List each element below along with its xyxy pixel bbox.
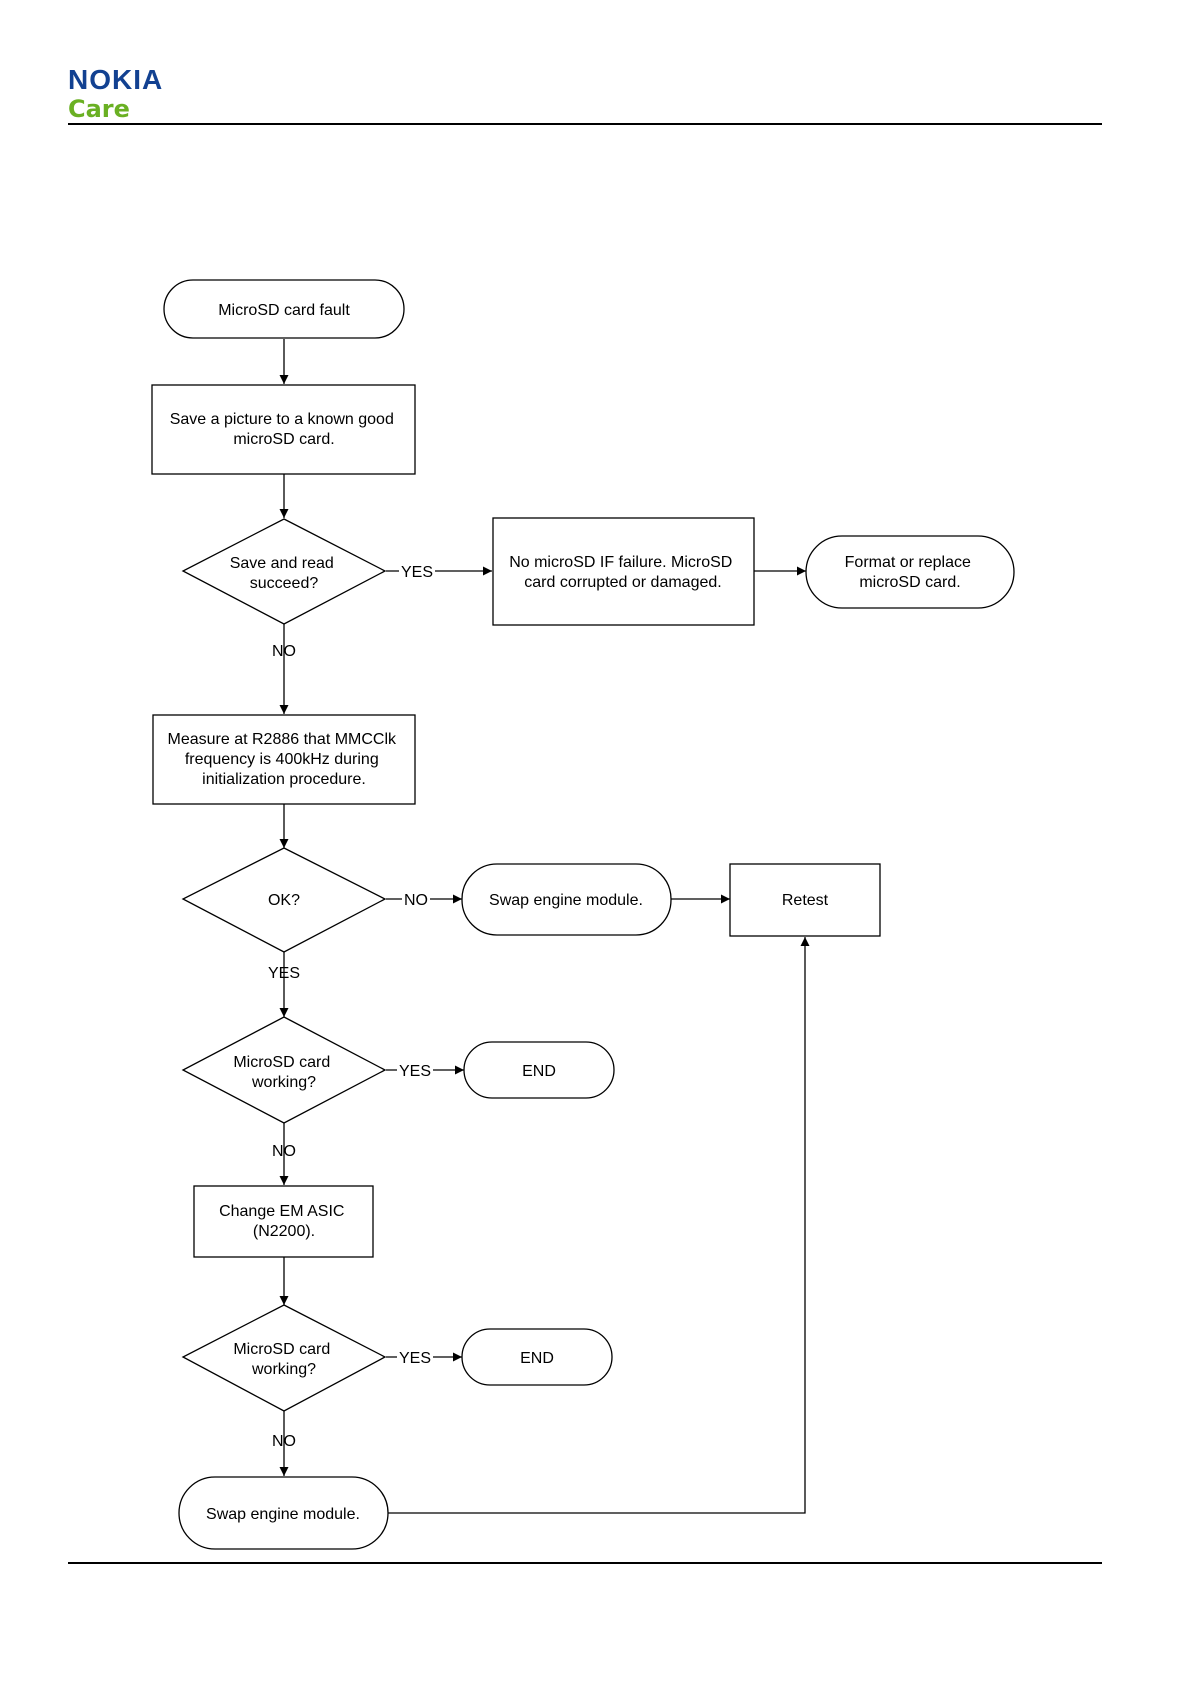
node-swap-engine-1: Swap engine module. — [489, 892, 643, 909]
node-end-1: END — [522, 1063, 556, 1080]
label-bg-save-yes — [399, 562, 435, 580]
node-end-2-shape — [461, 1328, 613, 1386]
node-decision-save: Save and read succeed? — [230, 555, 339, 592]
flowchart-connectors — [279, 339, 810, 1514]
node-measure-line-1: Measure at R2886 that MMCClk — [168, 731, 398, 748]
node-no-if-failure-line-1: No microSD IF failure. MicroSD — [509, 554, 732, 571]
node-no-if-failure-shape — [492, 517, 755, 626]
node-format-replace-line-2: microSD card. — [859, 574, 960, 591]
logo-nokia-text: NOKIA — [68, 64, 164, 95]
header-rule — [68, 123, 1102, 125]
label-working2-yes: YES — [399, 1350, 431, 1367]
node-measure-line-2: frequency is 400kHz during — [185, 751, 379, 768]
node-decision-save-line-2: succeed? — [250, 575, 319, 592]
node-measure-line-3: initialization procedure. — [202, 771, 366, 788]
flowchart-edge-labels: YES NO NO YES YES NO YES NO — [268, 562, 435, 1450]
node-decision-working-1-line-1: MicroSD card — [233, 1054, 330, 1071]
label-working1-yes: YES — [399, 1063, 431, 1080]
node-save-picture-line-2: microSD card. — [233, 431, 334, 448]
label-save-no: NO — [272, 643, 296, 660]
flowchart-node-text: MicroSD card fault Save a picture to a k… — [168, 302, 976, 1523]
node-swap-engine-1-shape — [461, 863, 672, 936]
node-swap-engine-2-shape — [178, 1476, 389, 1550]
node-format-replace-shape — [805, 535, 1015, 609]
node-change-asic-shape — [193, 1185, 374, 1258]
node-format-replace-line-1: Format or replace — [845, 554, 971, 571]
node-measure: Measure at R2886 that MMCClk frequency i… — [168, 731, 401, 788]
node-retest-shape — [729, 863, 881, 937]
flowchart-shapes — [151, 279, 1015, 1550]
node-save-picture-shape — [151, 384, 416, 475]
logo-care-text: Care — [68, 95, 130, 123]
node-change-asic-line-1: Change EM ASIC — [219, 1203, 344, 1220]
nokia-care-logo: NOKIA Care — [68, 64, 164, 123]
node-save-picture: Save a picture to a known good microSD c… — [170, 411, 399, 448]
node-no-if-failure-line-2: card corrupted or damaged. — [524, 574, 721, 591]
label-working1-no: NO — [272, 1143, 296, 1160]
node-decision-working-2-shape — [181, 1304, 387, 1412]
label-working2-no: NO — [272, 1433, 296, 1450]
node-change-asic: Change EM ASIC (N2200). — [219, 1203, 349, 1240]
label-bg-working2-yes — [397, 1348, 433, 1366]
node-measure-shape — [152, 714, 416, 805]
node-end-1-shape — [463, 1041, 615, 1099]
node-decision-working-2-line-1: MicroSD card — [233, 1341, 330, 1358]
node-start-shape — [163, 279, 405, 339]
node-change-asic-line-2: (N2200). — [253, 1223, 315, 1240]
node-decision-working-2: MicroSD card working? — [233, 1341, 334, 1378]
node-decision-ok-shape — [181, 847, 387, 953]
node-start: MicroSD card fault — [218, 302, 350, 319]
node-end-2: END — [520, 1350, 554, 1367]
node-decision-working-1: MicroSD card working? — [233, 1054, 334, 1091]
label-bg-ok-no — [402, 890, 430, 908]
label-bg-working1-yes — [397, 1061, 433, 1079]
label-ok-yes: YES — [268, 965, 300, 982]
connector-swap2-to-retest — [388, 937, 810, 1514]
node-decision-working-1-line-2: working? — [251, 1074, 316, 1091]
label-save-yes: YES — [401, 564, 433, 581]
node-format-replace: Format or replace microSD card. — [845, 554, 976, 591]
node-save-picture-line-1: Save a picture to a known good — [170, 411, 394, 428]
node-decision-working-1-shape — [181, 1016, 387, 1124]
node-decision-save-line-1: Save and read — [230, 555, 334, 572]
footer-rule — [68, 1562, 1102, 1564]
node-no-if-failure: No microSD IF failure. MicroSD card corr… — [509, 554, 737, 591]
node-decision-working-2-line-2: working? — [251, 1361, 316, 1378]
node-swap-engine-2: Swap engine module. — [206, 1506, 360, 1523]
label-ok-no: NO — [404, 892, 428, 909]
node-decision-ok: OK? — [268, 892, 300, 909]
node-retest: Retest — [782, 892, 829, 909]
node-decision-save-shape — [181, 518, 387, 625]
